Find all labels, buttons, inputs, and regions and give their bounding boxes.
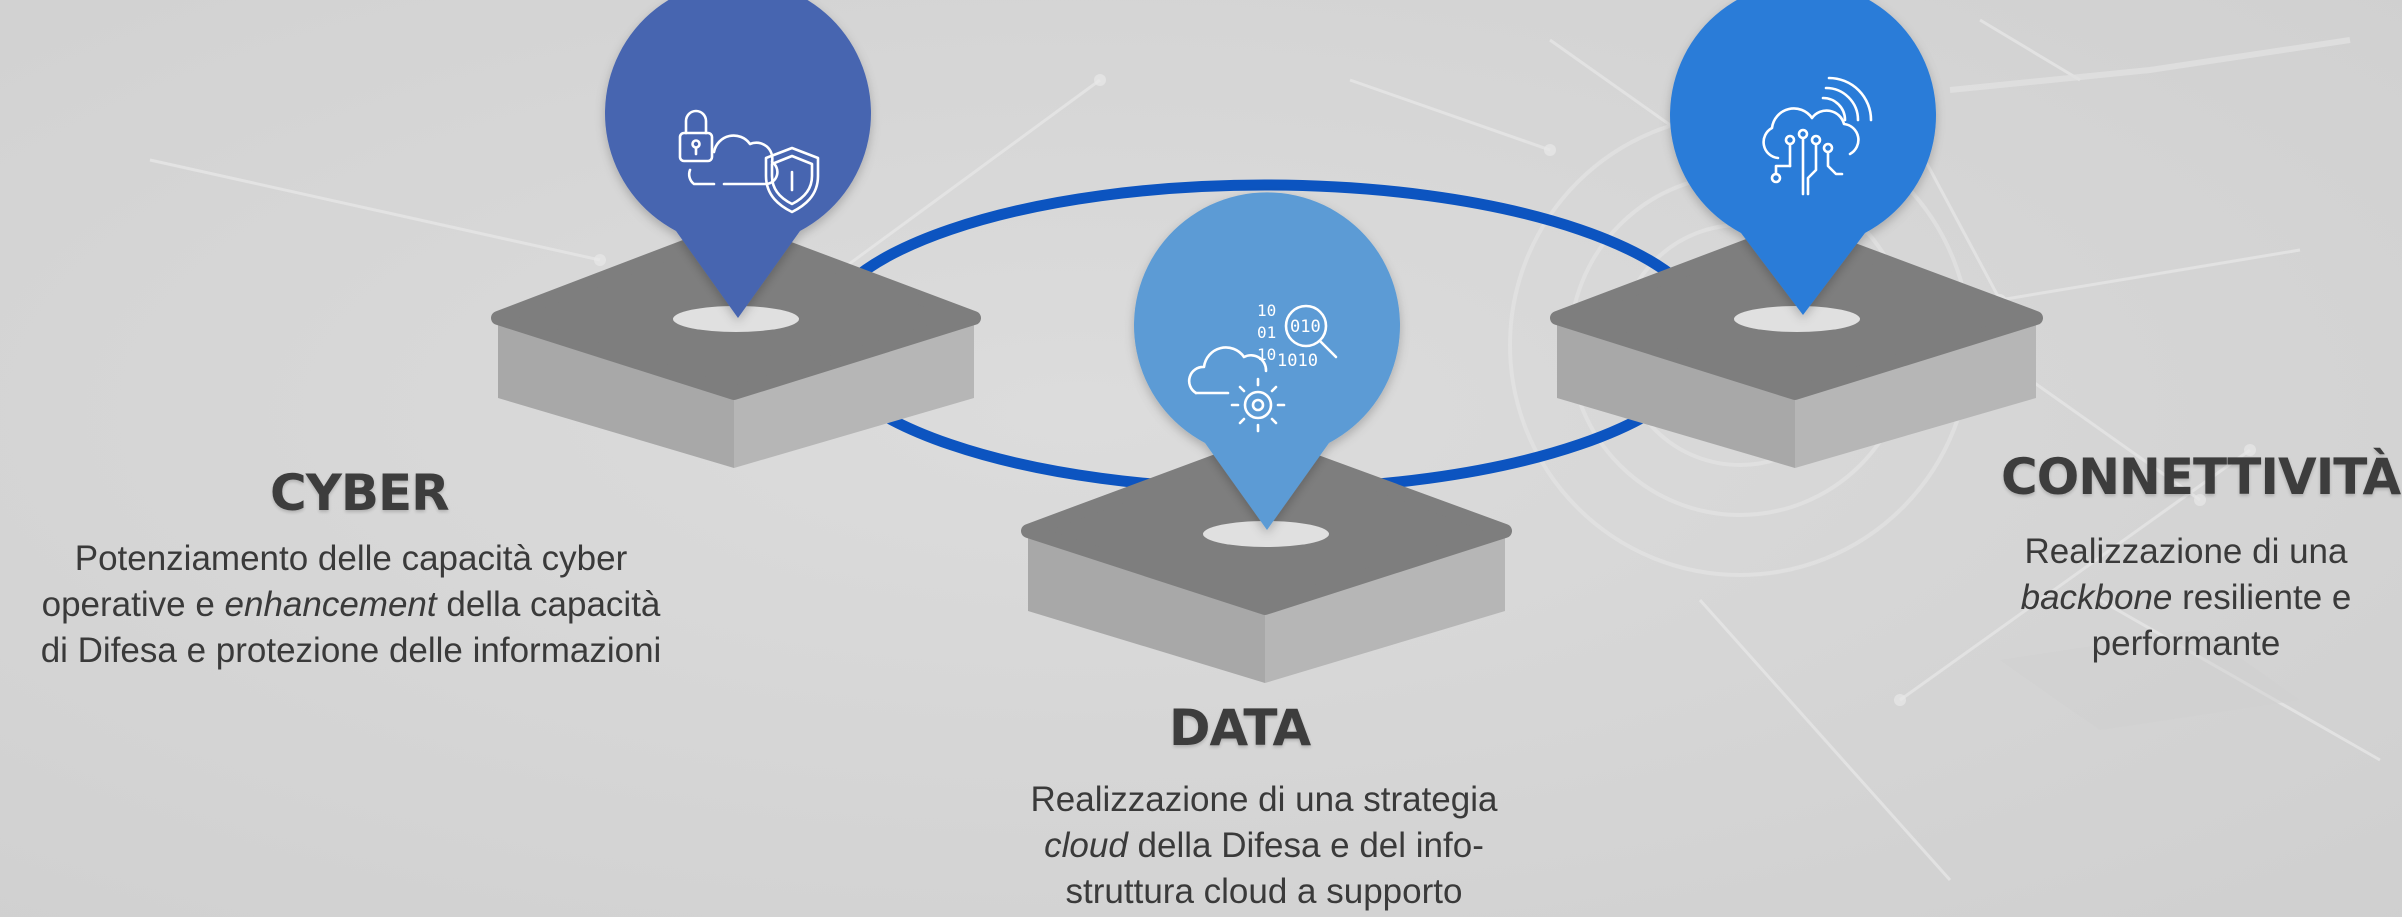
description-line: backbone resiliente e xyxy=(1970,575,2402,621)
pillar-description-cyber: Potenziamento delle capacità cyber operat… xyxy=(0,536,702,674)
description-text: Realizzazione di una xyxy=(2024,532,2348,571)
svg-text:10: 10 xyxy=(1257,345,1276,364)
svg-text:1010: 1010 xyxy=(1277,351,1318,371)
platform-hole xyxy=(1734,306,1860,332)
description-line: Realizzazione di una strategia xyxy=(958,777,1570,823)
lock-cloud-shield-icon xyxy=(678,109,820,214)
description-line: Potenziamento delle capacità cyber xyxy=(0,536,702,582)
description-text: della Difesa e del info- xyxy=(1127,826,1484,865)
emphasized-term: cloud xyxy=(1044,826,1128,865)
platform-hole xyxy=(1203,521,1329,547)
description-text: della capacità xyxy=(436,585,661,624)
description-text: struttura cloud a supporto xyxy=(1065,872,1463,911)
platform-connettivita xyxy=(1550,221,2043,468)
binary-search-cloud-gear-icon: 10 01 10 010 1010 xyxy=(1187,301,1338,433)
description-line: struttura cloud a supporto xyxy=(958,869,1570,915)
svg-text:01: 01 xyxy=(1257,323,1276,342)
cloud-circuit-wireless-icon xyxy=(1762,76,1873,196)
description-line: performante xyxy=(1970,621,2402,667)
emphasized-term: backbone xyxy=(2020,578,2173,617)
description-text: performante xyxy=(2091,624,2281,663)
description-text: operative e xyxy=(41,585,225,624)
pillar-title-connettivita: CONNETTIVITÀ xyxy=(2001,448,2401,506)
description-text: resiliente e xyxy=(2172,578,2352,617)
pillar-description-data: Realizzazione di una strategia cloud dell… xyxy=(958,777,1570,915)
description-text: Realizzazione di una strategia xyxy=(1030,780,1498,819)
emphasized-term: enhancement xyxy=(224,585,437,624)
description-text: Potenziamento delle capacità cyber xyxy=(74,539,628,578)
pillar-description-connettivita: Realizzazione di una backbone resiliente … xyxy=(1970,529,2402,667)
pin-cyber xyxy=(605,0,871,318)
platform-hole xyxy=(673,306,799,332)
pillar-title-cyber: CYBER xyxy=(270,464,450,522)
description-line: Realizzazione di una xyxy=(1970,529,2402,575)
description-text: di Difesa e protezione delle informazion… xyxy=(40,631,662,670)
description-line: operative e enhancement della capacità xyxy=(0,582,702,628)
svg-text:10: 10 xyxy=(1257,301,1276,320)
svg-text:010: 010 xyxy=(1290,317,1321,337)
pillar-title-data: DATA xyxy=(1169,699,1311,757)
pin-data xyxy=(1134,192,1400,530)
description-line: di Difesa e protezione delle informazion… xyxy=(0,628,702,674)
description-line: cloud della Difesa e del info- xyxy=(958,823,1570,869)
